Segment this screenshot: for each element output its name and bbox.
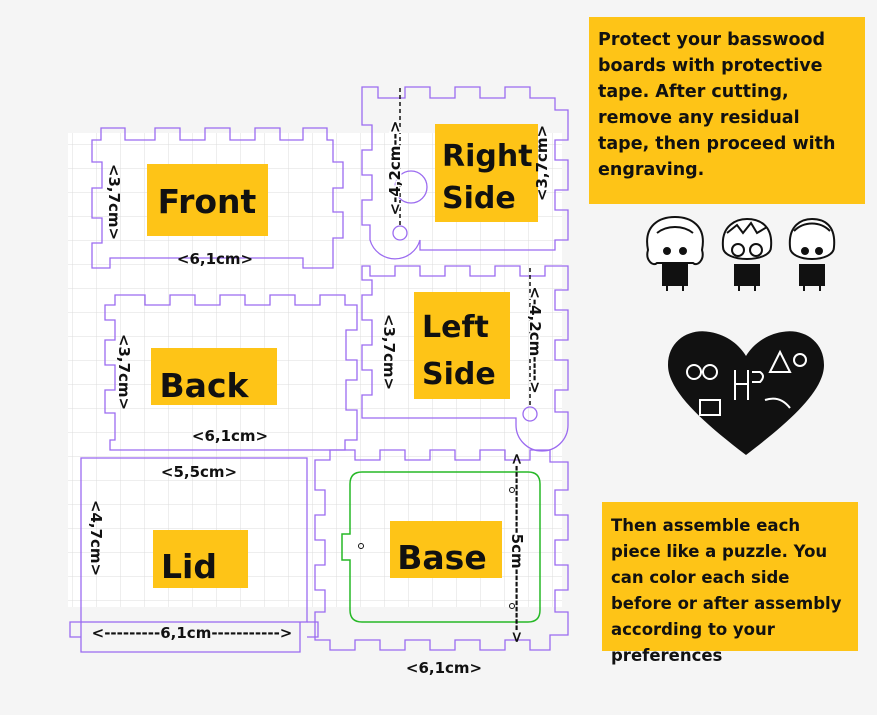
base-height-dim: <-----------5cm----------> [508,453,526,644]
lid-height-dim: <4,7cm> [87,500,105,576]
back-label: Back [160,366,250,405]
chibi-character-3 [788,217,836,291]
front-label: Front [158,182,257,221]
front-width-dim: <6,1cm> [177,250,253,268]
lid-label: Lid [161,547,217,586]
back-outline [104,294,358,451]
heart-shape [668,331,824,455]
right-side-hole [394,170,428,204]
lid-outline [80,457,308,623]
lid-piece: Lid <5,5cm> <4,7cm> <---------6,1cm-----… [69,457,319,653]
left-side-pin [522,406,538,422]
base-marker-bottom [509,603,515,609]
right-side-label-box [435,124,538,222]
lid-label-box [153,530,248,588]
back-label-box [151,348,277,405]
base-engrave-outline [341,471,541,623]
base-label-box [390,521,502,578]
left-side-piece: Left Side <-4,2cm----> <3,7cm> [361,265,569,452]
chibi-character-1 [646,215,704,291]
instruction-note-top: Protect your basswood boards with protec… [589,17,865,204]
front-outline [91,127,344,269]
base-outline [314,449,569,651]
chibi-character-2 [721,217,773,291]
heart-engraved-details [686,349,807,416]
back-width-dim: <6,1cm> [192,427,268,445]
base-label: Base [397,538,486,577]
left-side-label-box [414,292,510,399]
heart-emblem-icon [668,331,824,455]
front-height-dim: <3,7cm> [105,164,123,240]
base-marker-top [509,487,515,493]
base-marker-left [358,543,364,549]
instruction-note-bottom: Then assemble each piece like a puzzle. … [602,502,858,665]
chibi-characters-icon [646,215,836,291]
left-side-height-dim: <3,7cm> [380,314,398,390]
lid-width-top-dim: <5,5cm> [161,463,237,481]
right-side-pin [392,225,408,241]
left-side-label-line1: Left [422,310,489,345]
back-height-dim: <3,7cm> [115,334,133,410]
right-side-height-dim: <3,7cm> [533,125,551,201]
left-side-outline [361,265,569,452]
front-piece: Front <3,7cm> <6,1cm> [91,127,344,269]
right-side-outline [361,86,569,260]
left-side-inner-dim: <-4,2cm----> [526,286,544,393]
right-side-piece: Right Side <-4,2cm--> <3,7cm> [361,86,569,260]
front-label-box [147,164,268,236]
base-piece: Base <-----------5cm----------> <6,1cm> [314,449,569,677]
left-side-label-line2: Side [422,357,496,392]
right-side-label-line1: Right [442,139,533,174]
right-side-label-line2: Side [442,181,516,216]
lid-left-tab [69,621,81,638]
base-width-dim: <6,1cm> [406,659,482,677]
lid-width-bottom-dim: <---------6,1cm-----------> [92,624,293,642]
right-side-inner-dim: <-4,2cm--> [386,121,404,216]
back-piece: Back <3,7cm> <6,1cm> [104,294,358,451]
